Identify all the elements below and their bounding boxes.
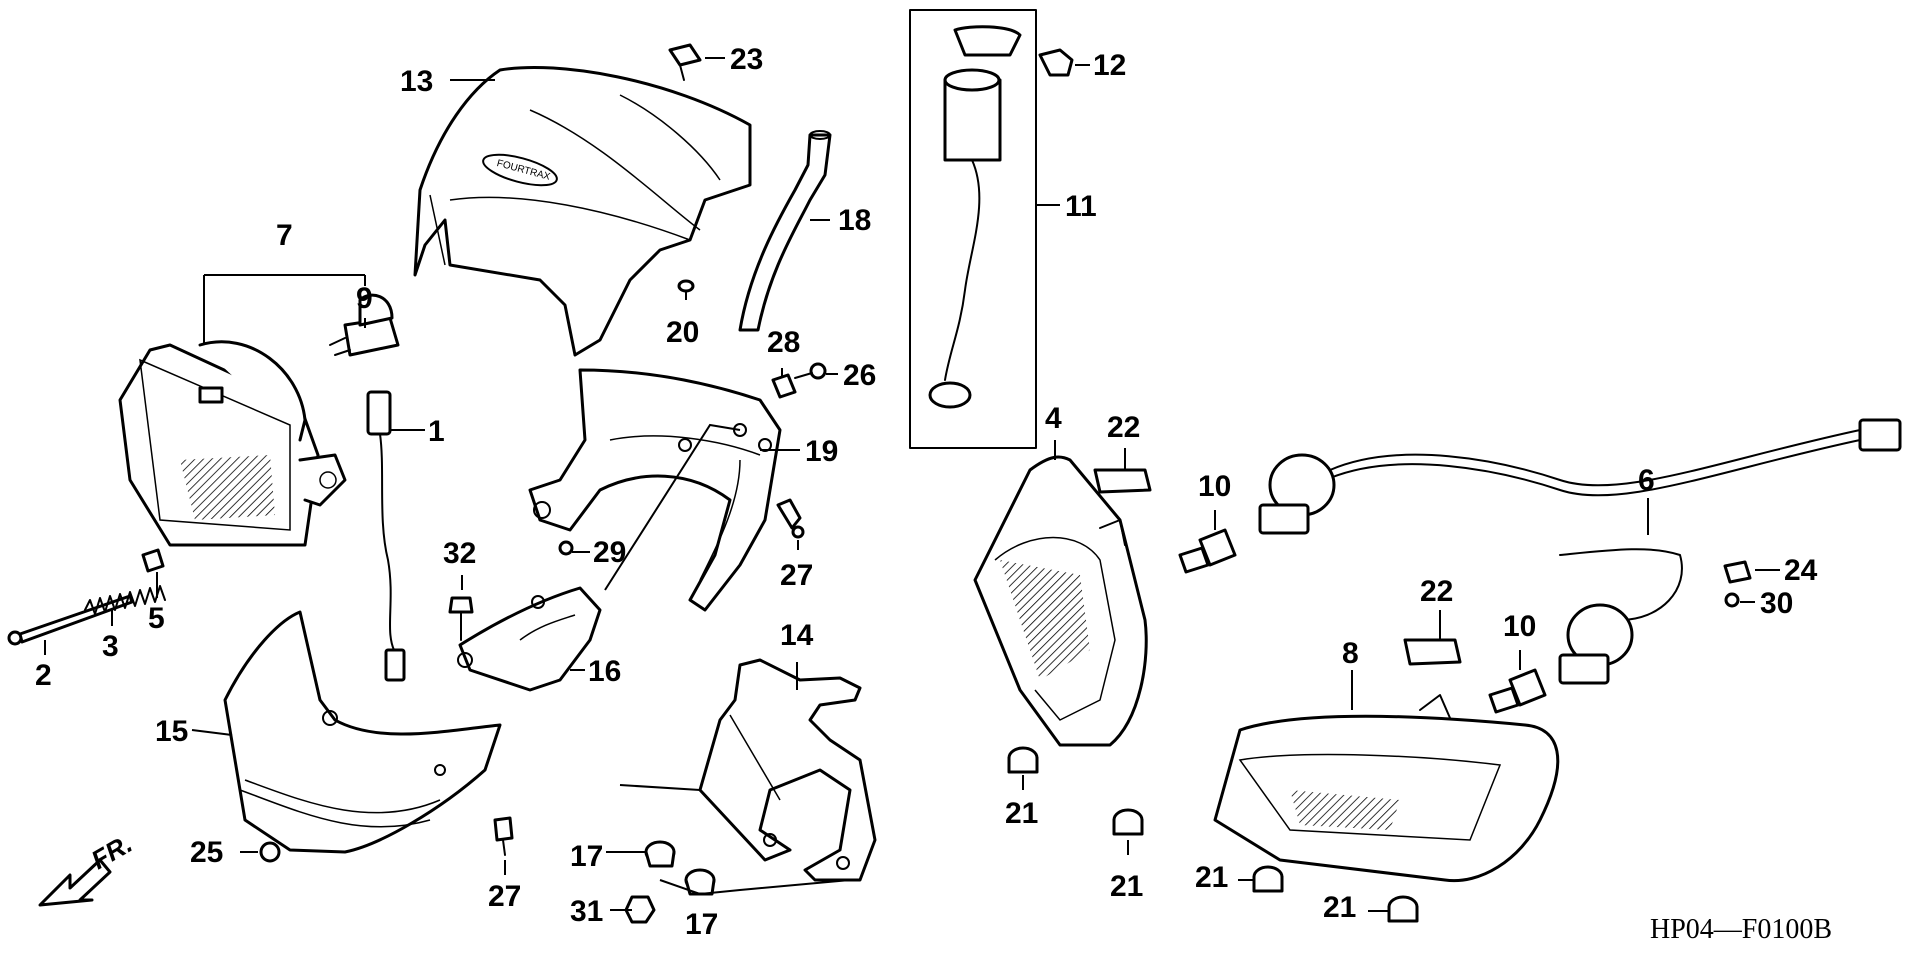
callout-15: 15 bbox=[155, 715, 188, 748]
callout-12: 12 bbox=[1093, 49, 1126, 82]
spring-3 bbox=[84, 585, 166, 615]
callout-26: 26 bbox=[843, 359, 876, 392]
leader-lines bbox=[44, 57, 1780, 912]
callout-32: 32 bbox=[443, 537, 476, 570]
grommet-22-upper bbox=[1093, 468, 1152, 494]
nut-5 bbox=[141, 548, 165, 573]
bulb-10-upper bbox=[1178, 528, 1237, 574]
callout-13: 13 bbox=[400, 65, 433, 98]
headlight-assembly-left bbox=[118, 340, 347, 547]
front-direction-arrow: FR. bbox=[38, 828, 137, 907]
callout-17-upper: 17 bbox=[570, 840, 603, 873]
bolt-25 bbox=[259, 841, 281, 863]
grommet-22-lower bbox=[1403, 638, 1462, 666]
bracket-16 bbox=[457, 586, 602, 692]
callout-11: 11 bbox=[1065, 190, 1097, 223]
screw-30 bbox=[1724, 592, 1740, 608]
headlight-8 bbox=[1213, 694, 1560, 883]
callout-4: 4 bbox=[1045, 402, 1062, 435]
socket-harness-11 bbox=[909, 9, 1037, 449]
top-cover-13: FOURTRAX bbox=[413, 65, 752, 357]
clip-24 bbox=[1723, 560, 1752, 584]
callout-20: 20 bbox=[666, 316, 699, 349]
bulb-9 bbox=[329, 293, 400, 357]
callout-21-b: 21 bbox=[1110, 870, 1143, 903]
callout-22-lower: 22 bbox=[1420, 575, 1453, 608]
bulb-10-lower bbox=[1488, 668, 1547, 714]
bolt-32 bbox=[448, 596, 474, 641]
grommet-21-a bbox=[1007, 746, 1039, 774]
bulb-socket-12 bbox=[1038, 48, 1074, 77]
callout-19: 19 bbox=[805, 435, 838, 468]
callout-31: 31 bbox=[570, 895, 603, 928]
tube-18 bbox=[738, 130, 832, 332]
callout-29: 29 bbox=[593, 536, 626, 569]
callout-25: 25 bbox=[190, 836, 223, 869]
stay-14 bbox=[698, 658, 877, 882]
callout-labels: 1 2 3 4 5 6 7 8 9 10 10 11 12 13 14 15 1… bbox=[35, 43, 1818, 941]
callout-30: 30 bbox=[1760, 587, 1793, 620]
callout-1: 1 bbox=[428, 415, 445, 448]
callout-9: 9 bbox=[356, 282, 373, 315]
bolt-26 bbox=[794, 362, 827, 380]
callout-23: 23 bbox=[730, 43, 763, 76]
callout-28: 28 bbox=[767, 326, 800, 359]
callout-17-lower: 17 bbox=[685, 908, 718, 941]
callout-2: 2 bbox=[35, 659, 52, 692]
callout-21-c: 21 bbox=[1195, 861, 1228, 894]
callout-16: 16 bbox=[588, 655, 621, 688]
clip-23 bbox=[668, 43, 702, 81]
clip-28 bbox=[771, 373, 797, 399]
callout-10-upper: 10 bbox=[1198, 470, 1231, 503]
lower-cover-15 bbox=[223, 610, 502, 854]
wire-harness-1 bbox=[366, 390, 406, 682]
collar-17-upper bbox=[644, 840, 676, 868]
grommet-21-d bbox=[1387, 895, 1419, 923]
callout-27-lower: 27 bbox=[488, 880, 521, 913]
inner-cover-19 bbox=[528, 368, 782, 612]
clip-27-lower bbox=[493, 816, 514, 856]
callout-10-lower: 10 bbox=[1503, 610, 1536, 643]
headlight-4 bbox=[973, 455, 1148, 747]
screw-29 bbox=[558, 540, 574, 556]
callout-21-d: 21 bbox=[1323, 891, 1356, 924]
callout-5: 5 bbox=[148, 602, 165, 635]
callout-6: 6 bbox=[1638, 464, 1655, 497]
callout-22-upper: 22 bbox=[1107, 411, 1140, 444]
callout-7: 7 bbox=[276, 219, 293, 252]
callout-8: 8 bbox=[1342, 637, 1359, 670]
clip-27-upper bbox=[776, 498, 805, 539]
grommet-20 bbox=[677, 279, 695, 293]
callout-3: 3 bbox=[102, 630, 119, 663]
drawing-code: HP04—F0100B bbox=[1650, 914, 1832, 945]
callout-18: 18 bbox=[838, 204, 871, 237]
callout-24: 24 bbox=[1784, 554, 1818, 587]
callout-27-upper: 27 bbox=[780, 559, 813, 592]
grommet-21-c bbox=[1252, 865, 1284, 893]
grommet-21-b bbox=[1112, 808, 1144, 836]
callout-21-a: 21 bbox=[1005, 797, 1038, 830]
callout-14: 14 bbox=[780, 619, 814, 652]
harness-6 bbox=[1258, 418, 1902, 685]
